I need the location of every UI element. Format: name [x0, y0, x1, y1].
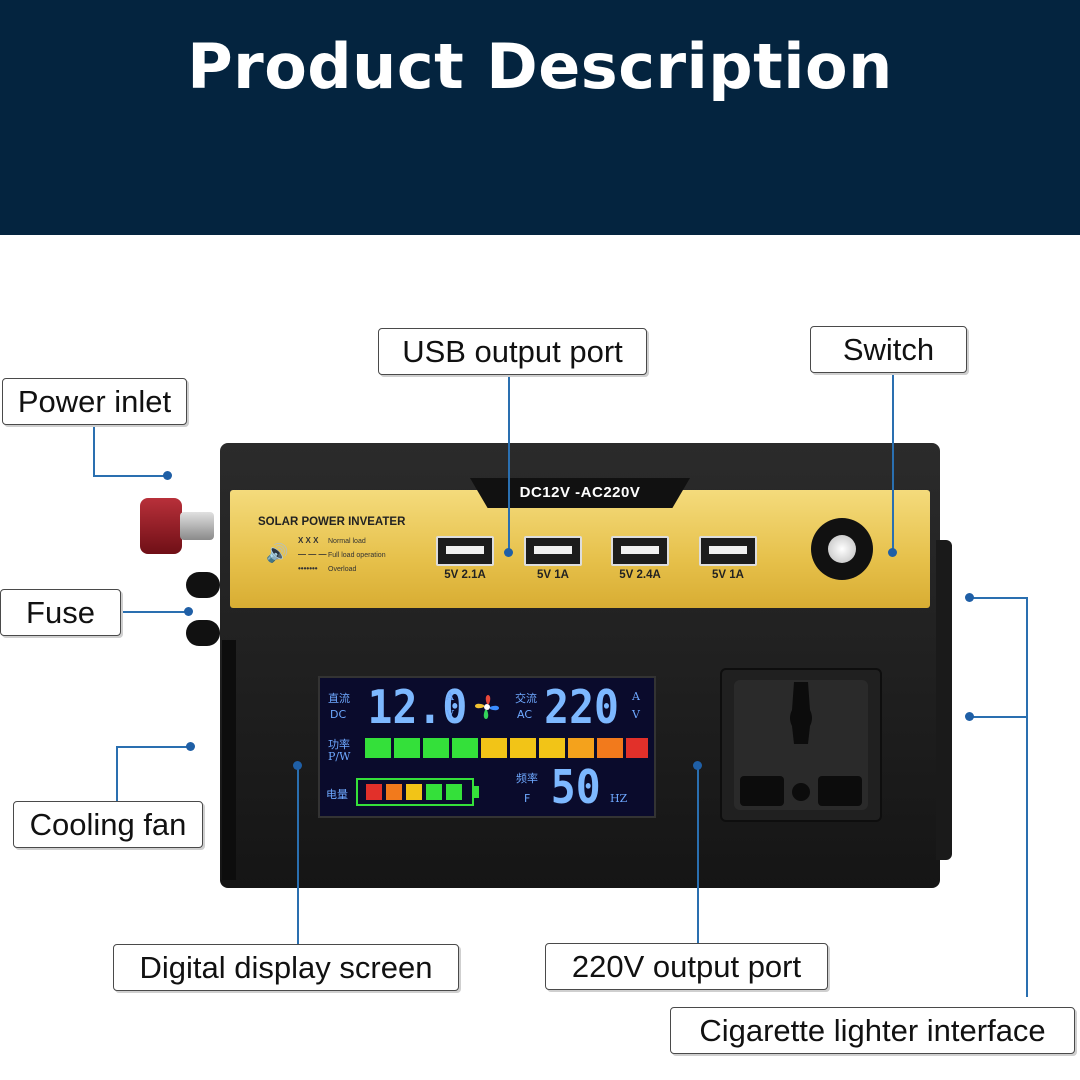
battery-segment [366, 784, 382, 800]
terminal-stem [180, 512, 214, 540]
leader-line [508, 375, 510, 552]
ac-unit-v: V [632, 708, 640, 721]
usb-port-3-label: 5V 2.4A [619, 569, 661, 581]
leader-dot [965, 712, 974, 721]
battery-segment [406, 784, 422, 800]
dc-value: 12.0 [367, 680, 468, 734]
model-label: DC12V -AC220V [519, 484, 641, 501]
callout-power-inlet: Power inlet [2, 378, 187, 425]
usb-port-2-label: 5V 1A [537, 569, 569, 581]
power-inlet-terminal [140, 498, 214, 554]
callout-cooling-fan: Cooling fan [13, 801, 203, 848]
terminal-cap [140, 498, 182, 554]
battery-label-cn: 电量 [326, 788, 348, 801]
dc-unit-a: A [446, 690, 454, 703]
usb-port-4-label: 5V 1A [712, 569, 744, 581]
cooling-fan-vent [222, 640, 236, 880]
ac-unit-a: A [632, 690, 640, 703]
callout-usb-output-port: USB output port [378, 328, 647, 375]
page-title: Product Description [187, 30, 893, 103]
dc-unit-v: V [446, 708, 454, 721]
outlet-socket-icon [740, 682, 862, 806]
leader-line [892, 373, 894, 553]
battery-icon [356, 778, 474, 806]
power-bar-segment [626, 738, 648, 758]
leader-line [116, 746, 118, 802]
usb-port-4 [699, 536, 757, 566]
ac-value: 220 [544, 680, 619, 734]
legend-item: •••••••Overload [298, 564, 357, 573]
power-bar-segment [481, 738, 507, 758]
leader-line [969, 597, 1027, 599]
power-bar-segment [423, 738, 449, 758]
usb-port-2 [524, 536, 582, 566]
callout-digital-display-screen: Digital display screen [113, 944, 459, 991]
freq-value: 50 [550, 760, 601, 814]
power-bar-segment [568, 738, 594, 758]
power-bar-segment [452, 738, 478, 758]
leader-dot [888, 548, 897, 557]
speaker-icon: 🔊 [266, 543, 289, 563]
power-label: P/W [328, 750, 351, 763]
power-bar-segment [597, 738, 623, 758]
legend-item: — — —Full load operation [298, 550, 386, 559]
callout-220v-output-port: 220V output port [545, 943, 828, 990]
usb-port-1 [436, 536, 494, 566]
battery-segment [426, 784, 442, 800]
leader-line [121, 611, 187, 613]
callout-cigarette-lighter-interface: Cigarette lighter interface [670, 1007, 1075, 1054]
leader-line [93, 425, 95, 477]
dc-label-cn: 直流 [328, 692, 350, 705]
power-bar-segment [510, 738, 536, 758]
fuse-knob-1 [186, 572, 220, 598]
ac-label-cn: 交流 [515, 692, 537, 705]
fuse-knob-2 [186, 620, 220, 646]
callout-fuse: Fuse [0, 589, 121, 636]
leader-dot [186, 742, 195, 751]
usb-port-3 [611, 536, 669, 566]
leader-line [969, 716, 1027, 718]
header-banner: Product Description [0, 0, 1080, 235]
battery-segment [386, 784, 402, 800]
power-bar-segment [365, 738, 391, 758]
power-bar-segment [539, 738, 565, 758]
fan-icon [475, 695, 499, 719]
freq-label: F [524, 792, 531, 805]
leader-line [93, 475, 167, 477]
callout-switch: Switch [810, 326, 967, 373]
cigarette-lighter-side [936, 540, 952, 860]
battery-segment [446, 784, 462, 800]
freq-unit: HZ [610, 792, 628, 805]
power-bar-segment [394, 738, 420, 758]
leader-dot [693, 761, 702, 770]
leader-dot [504, 548, 513, 557]
leader-dot [163, 471, 172, 480]
leader-line [116, 746, 188, 748]
leader-dot [293, 761, 302, 770]
leader-line [697, 766, 699, 945]
leader-line [297, 766, 299, 945]
battery-tip [474, 786, 479, 798]
usb-port-1-label: 5V 2.1A [444, 569, 486, 581]
ac-label: AC [517, 708, 533, 721]
leader-line [1026, 597, 1028, 997]
leader-dot [965, 593, 974, 602]
leader-dot [184, 607, 193, 616]
dc-label: DC [330, 708, 347, 721]
power-label-cn: 功率 [328, 738, 350, 751]
power-switch [811, 518, 873, 580]
brand-label: SOLAR POWER INVEATER [258, 516, 406, 528]
freq-label-cn: 频率 [516, 772, 538, 785]
model-tab [470, 478, 690, 508]
